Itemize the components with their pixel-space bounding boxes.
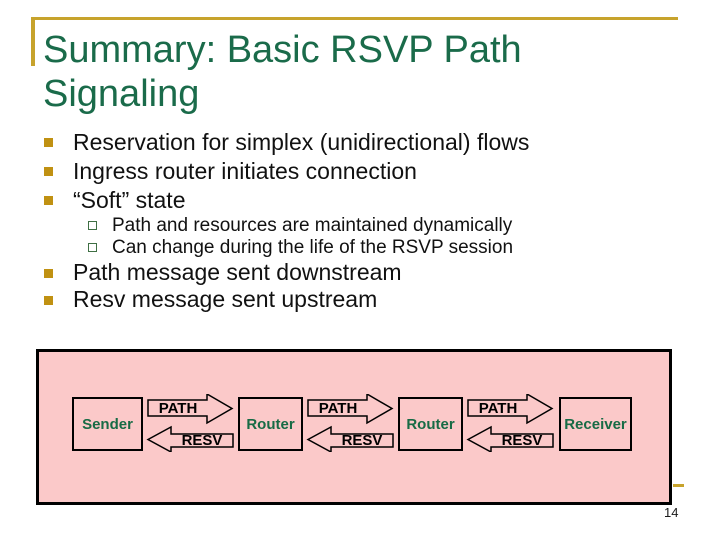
arrow-pair-svg: PATH RESV — [306, 394, 394, 452]
resv-arrow-label: RESV — [182, 432, 223, 449]
bullet-list: Reservation for simplex (unidirectional)… — [0, 128, 720, 313]
sub-bullet-square-icon — [88, 221, 97, 230]
node-label: Receiver — [564, 415, 627, 433]
node-sender: Sender — [72, 397, 143, 451]
sub-bullet-square-icon — [88, 243, 97, 252]
bullet-square-icon — [44, 138, 53, 147]
top-rule — [31, 17, 678, 20]
sub-bullet-item: Path and resources are maintained dynami… — [0, 215, 720, 237]
node-receiver: Receiver — [559, 397, 632, 451]
bullet-item: Reservation for simplex (unidirectional)… — [0, 128, 720, 157]
node-label: Router — [406, 415, 455, 433]
title-accent-bar — [31, 17, 35, 66]
node-label: Sender — [82, 415, 133, 433]
link-segment-2: PATH RESV — [303, 394, 398, 452]
slide-title: Summary: Basic RSVP Path Signaling — [43, 29, 522, 115]
arrow-pair-svg: PATH RESV — [146, 394, 234, 452]
bullet-square-icon — [44, 296, 53, 305]
resv-left-arrow-icon — [466, 425, 554, 452]
bullet-label: Path message sent downstream — [73, 259, 402, 285]
resv-arrow-label: RESV — [342, 432, 383, 449]
bullet-label: “Soft” state — [73, 187, 186, 213]
path-right-arrow-icon — [307, 394, 394, 425]
sub-bullet-label: Can change during the life of the RSVP s… — [112, 237, 514, 258]
bullet-label: Reservation for simplex (unidirectional)… — [73, 129, 530, 155]
node-label: Router — [246, 415, 295, 433]
resv-arrow-label: RESV — [502, 432, 543, 449]
node-router-2: Router — [398, 397, 463, 451]
link-segment-1: PATH RESV — [143, 394, 238, 452]
bullet-label: Resv message sent upstream — [73, 286, 378, 312]
resv-left-arrow-icon — [146, 425, 234, 452]
resv-left-arrow-icon — [306, 425, 394, 452]
bullet-label: Ingress router initiates connection — [73, 158, 417, 184]
sub-bullet-item: Can change during the life of the RSVP s… — [0, 237, 720, 259]
right-accent-dash — [673, 484, 684, 487]
rsvp-signaling-diagram: Sender Router Router Receiver PATH RESV … — [36, 349, 672, 505]
link-segment-3: PATH RESV — [463, 394, 558, 452]
arrow-pair-svg: PATH RESV — [466, 394, 554, 452]
bullet-square-icon — [44, 196, 53, 205]
bullet-square-icon — [44, 167, 53, 176]
page-number: 14 — [664, 505, 679, 520]
bullet-item: Resv message sent upstream — [0, 286, 720, 313]
sub-bullet-label: Path and resources are maintained dynami… — [112, 215, 513, 236]
path-right-arrow-icon — [467, 394, 554, 425]
bullet-item: Ingress router initiates connection — [0, 157, 720, 186]
bullet-item: Path message sent downstream — [0, 259, 720, 286]
path-arrow-label: PATH — [479, 400, 518, 417]
bullet-item: “Soft” state — [0, 186, 720, 215]
path-right-arrow-icon — [147, 394, 234, 425]
path-arrow-label: PATH — [319, 400, 358, 417]
path-arrow-label: PATH — [159, 400, 198, 417]
bullet-square-icon — [44, 269, 53, 278]
node-router-1: Router — [238, 397, 303, 451]
